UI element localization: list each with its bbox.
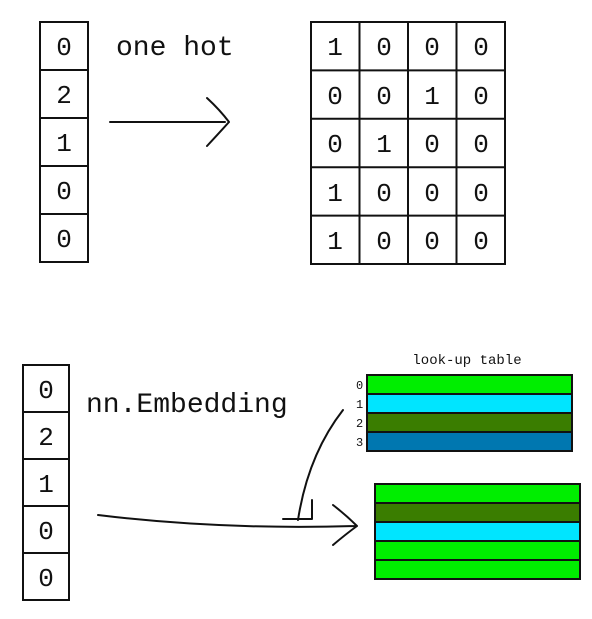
- onehot-matrix-cell: 0: [424, 33, 440, 63]
- onehot-matrix-cell: 1: [424, 82, 440, 112]
- embedding-input-value: 0: [38, 376, 54, 406]
- onehot-matrix-cell: 0: [376, 179, 392, 209]
- lookup-index: 1: [356, 398, 363, 412]
- embedding-label: nn.Embedding: [86, 390, 288, 421]
- embedding-input-value: 0: [38, 517, 54, 547]
- lookup-curve-arrow: [282, 409, 344, 521]
- embedding-output-row: [374, 483, 581, 504]
- onehot-input-vector: 0 2 1 0 0: [39, 21, 89, 263]
- lookup-index: 3: [356, 436, 363, 450]
- onehot-matrix-cell: 0: [376, 82, 392, 112]
- onehot-matrix-cell: 0: [473, 227, 489, 257]
- embedding-input-cell: [22, 552, 70, 601]
- lookup-row: [366, 374, 573, 395]
- onehot-matrix: 1 0 0 0 0 0 1 0 0 1 0 0 1 0 0 0 1 0 0 0: [310, 21, 506, 265]
- onehot-input-value: 0: [56, 177, 72, 207]
- onehot-input-value: 1: [56, 129, 72, 159]
- embedding-input-value: 2: [38, 423, 54, 453]
- onehot-input-cell: [39, 165, 89, 215]
- embedding-arrow: [97, 504, 358, 546]
- lookup-row: [366, 412, 573, 433]
- embedding-output-row: [374, 540, 581, 561]
- onehot-matrix-cell: 0: [327, 130, 343, 160]
- onehot-matrix-cell: 0: [473, 33, 489, 63]
- lookup-row: [366, 431, 573, 452]
- embedding-input-value: 0: [38, 564, 54, 594]
- onehot-matrix-cell: 0: [473, 82, 489, 112]
- embedding-output-row: [374, 521, 581, 542]
- lookup-index: 2: [356, 417, 363, 431]
- onehot-matrix-cell: 1: [327, 179, 343, 209]
- embedding-input-value: 1: [38, 470, 54, 500]
- embedding-output-row: [374, 559, 581, 580]
- onehot-matrix-cell: 0: [424, 179, 440, 209]
- lookup-row: [366, 393, 573, 414]
- embedding-input-vector: 0 2 1 0 0: [22, 364, 70, 601]
- onehot-input-value: 2: [56, 81, 72, 111]
- onehot-input-value: 0: [56, 33, 72, 63]
- embedding-input-cell: [22, 411, 70, 460]
- embedding-output-row: [374, 502, 581, 523]
- embedding-output: [374, 483, 581, 580]
- lookup-table: [366, 374, 573, 452]
- onehot-matrix-cell: 0: [376, 33, 392, 63]
- lookup-table-title: look-up table: [412, 353, 521, 369]
- onehot-input-cell: [39, 213, 89, 263]
- embedding-input-cell: [22, 505, 70, 554]
- onehot-matrix-cell: 0: [327, 82, 343, 112]
- onehot-matrix-cell: 0: [473, 130, 489, 160]
- onehot-arrow: [109, 97, 230, 147]
- onehot-matrix-cell: 1: [376, 130, 392, 160]
- onehot-matrix-cell: 0: [424, 130, 440, 160]
- onehot-matrix-cell: 0: [376, 227, 392, 257]
- onehot-input-value: 0: [56, 225, 72, 255]
- onehot-matrix-cell: 1: [327, 33, 343, 63]
- onehot-matrix-cell: 1: [327, 227, 343, 257]
- onehot-matrix-cell: 0: [473, 179, 489, 209]
- onehot-label: one hot: [116, 33, 234, 64]
- lookup-index: 0: [356, 379, 363, 393]
- onehot-matrix-cell: 0: [424, 227, 440, 257]
